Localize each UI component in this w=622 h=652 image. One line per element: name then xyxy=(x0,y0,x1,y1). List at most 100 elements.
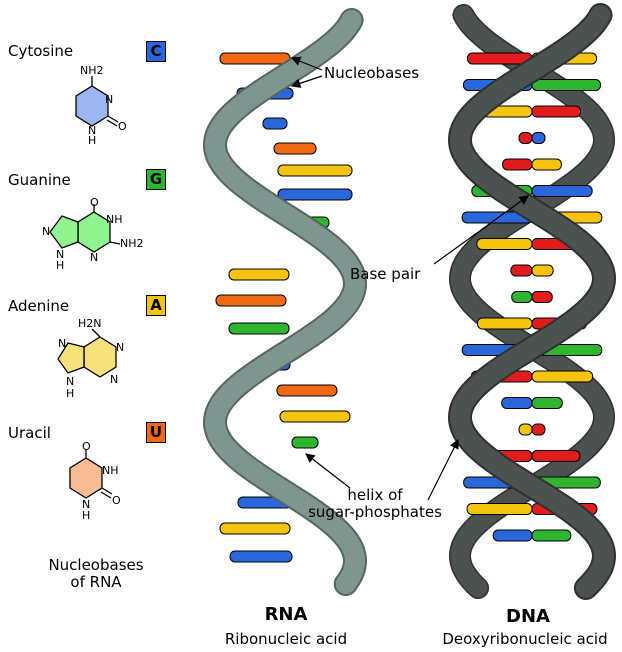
nucleobase-rung xyxy=(482,105,582,118)
base-right xyxy=(531,291,553,303)
cytosine-badge: C xyxy=(146,41,166,62)
cytosine-o: O xyxy=(118,120,127,133)
nucleobases-arrow-1 xyxy=(290,56,323,71)
cytosine-label: Cytosine xyxy=(8,42,74,60)
cytosine-h: H xyxy=(88,134,96,147)
guanine-h: H xyxy=(56,259,64,272)
base xyxy=(219,52,291,65)
backbone-front xyxy=(449,5,615,598)
nucleobase-rung xyxy=(228,322,290,335)
base-right xyxy=(531,397,563,409)
guanine-label: Guanine xyxy=(8,171,71,189)
base xyxy=(277,164,353,177)
cytosine-structure: NH2 N O N H xyxy=(75,64,127,147)
adenine-n1: N xyxy=(116,341,124,354)
base-right xyxy=(531,529,572,542)
dna-title: DNA xyxy=(506,606,550,627)
base-right xyxy=(531,132,546,144)
base xyxy=(215,294,287,307)
adenine-label: Adenine xyxy=(8,297,70,315)
base xyxy=(279,410,351,423)
nucleobase-rung xyxy=(277,164,353,177)
nucleobase-rung xyxy=(510,264,554,277)
uracil-n: N xyxy=(82,498,90,511)
uracil-structure: O NH O N H xyxy=(69,440,121,522)
base xyxy=(219,522,291,535)
base xyxy=(273,142,317,155)
base-right xyxy=(531,423,546,436)
guanine-n9: N xyxy=(56,248,64,261)
nucleobase-rung xyxy=(219,52,291,65)
base-left xyxy=(476,238,533,250)
nucleobase-rung xyxy=(501,397,563,409)
base-left xyxy=(510,264,533,277)
nucleobase-rung xyxy=(518,423,546,436)
base-left xyxy=(492,529,533,542)
nucleobase-rung xyxy=(219,522,291,535)
nucleobase-rung xyxy=(279,410,351,423)
base xyxy=(228,322,290,335)
helix-annotation-line1: helix of xyxy=(347,486,403,504)
base-right xyxy=(531,79,602,91)
dna-helix xyxy=(447,3,617,600)
base-right xyxy=(531,105,582,118)
nucleobase-rung xyxy=(229,550,293,563)
nucleobase-rung xyxy=(511,291,553,303)
base-pair-arrow xyxy=(433,195,529,265)
cytosine-n1: N xyxy=(88,124,96,137)
base-left xyxy=(476,317,533,330)
adenine-structure: H2N N N N N H xyxy=(57,317,124,400)
base xyxy=(276,384,338,397)
dna-subtitle: Deoxyribonucleic acid xyxy=(442,630,608,648)
nucleobases-annotation: Nucleobases xyxy=(324,64,420,82)
guanine-badge: G xyxy=(146,169,166,190)
guanine-nh2: NH2 xyxy=(120,237,144,250)
base-left xyxy=(511,291,533,303)
base xyxy=(291,436,319,449)
adenine-h: H xyxy=(66,387,74,400)
adenine-h2n: H2N xyxy=(78,317,102,330)
nucleobase-rung xyxy=(262,117,288,130)
nucleobase-rung xyxy=(277,188,353,201)
nucleobase-rung xyxy=(215,294,287,307)
base-left xyxy=(466,503,533,515)
base xyxy=(228,268,290,281)
base-right xyxy=(531,158,562,171)
base xyxy=(277,188,353,201)
nucleobase-rung xyxy=(228,268,290,281)
uracil-nh: NH xyxy=(102,464,119,477)
uracil-label: Uracil xyxy=(8,424,51,442)
nucleobase-rung xyxy=(273,142,317,155)
base-right xyxy=(531,370,594,383)
base-right xyxy=(531,185,593,197)
base-pair-annotation: Base pair xyxy=(350,265,421,283)
guanine-nh: NH xyxy=(106,213,123,226)
adenine-badge: A xyxy=(146,295,166,316)
rna-title: RNA xyxy=(264,604,308,625)
backbone-front xyxy=(204,10,366,594)
nucleobase-rung xyxy=(518,132,546,144)
legend-caption-line2: of RNA xyxy=(70,573,122,591)
cytosine-nh2: NH2 xyxy=(80,64,104,77)
base-left xyxy=(502,158,533,171)
base-left xyxy=(518,423,533,436)
uracil-h: H xyxy=(82,509,90,522)
guanine-n3: N xyxy=(90,251,98,264)
adenine-n9: N xyxy=(66,375,74,388)
rna-helix xyxy=(202,8,368,596)
helix-arrow-dna xyxy=(427,438,459,501)
guanine-structure: O NH NH2 N N N H xyxy=(42,198,144,272)
nucleobase-rung xyxy=(492,529,572,542)
rna-subtitle: Ribonucleic acid xyxy=(224,630,348,648)
nucleobase-rung xyxy=(291,436,319,449)
legend-caption-line1: Nucleobases xyxy=(48,556,144,574)
base-left xyxy=(518,132,533,144)
uracil-badge: U xyxy=(146,422,166,443)
nucleobase-rung xyxy=(502,158,562,171)
adenine-n7: N xyxy=(58,337,66,350)
base xyxy=(262,117,288,130)
nucleobase-rung xyxy=(276,384,338,397)
nucleobases-arrow-2 xyxy=(290,75,323,88)
helix-annotation-line2: sugar-phosphates xyxy=(308,503,442,521)
